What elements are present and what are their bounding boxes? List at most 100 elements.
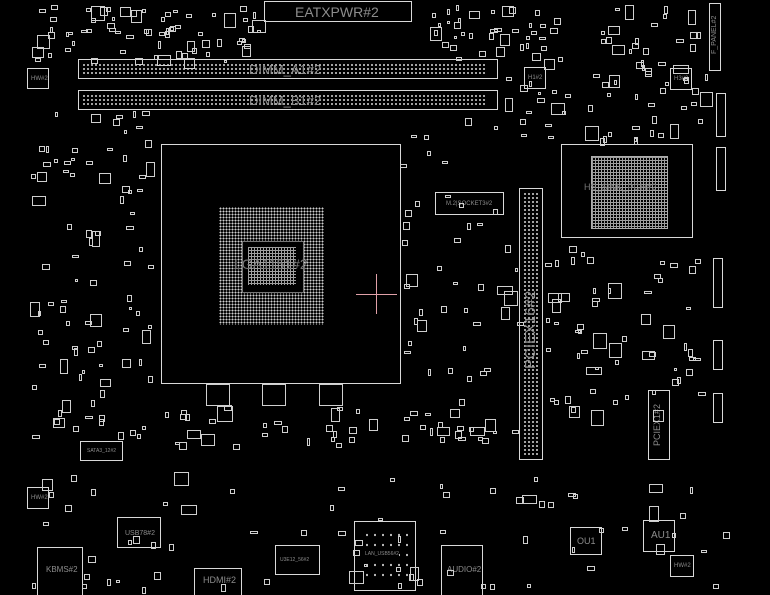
smd-component[interactable]: [551, 298, 562, 314]
smd-component[interactable]: [230, 489, 235, 494]
smd-component[interactable]: [90, 313, 103, 328]
smd-component[interactable]: [607, 93, 611, 97]
smd-component[interactable]: [531, 52, 542, 61]
smd-component[interactable]: [419, 424, 426, 431]
smd-component[interactable]: [580, 252, 585, 258]
smd-component[interactable]: [698, 392, 707, 397]
smd-component[interactable]: [332, 430, 337, 438]
smd-component[interactable]: [670, 262, 679, 269]
header-right-1[interactable]: [716, 93, 726, 137]
smd-component[interactable]: [112, 16, 116, 22]
smd-component[interactable]: [61, 400, 72, 413]
smd-component[interactable]: [598, 527, 604, 534]
smd-component[interactable]: [479, 371, 487, 377]
smd-component[interactable]: [306, 437, 311, 446]
smd-component[interactable]: [447, 368, 453, 375]
smd-component[interactable]: [648, 352, 656, 358]
smd-component[interactable]: [441, 42, 450, 49]
smd-component[interactable]: [472, 321, 481, 326]
smd-component[interactable]: [461, 31, 466, 36]
smd-component[interactable]: [669, 124, 679, 139]
smd-component[interactable]: [368, 418, 378, 431]
header-right-5[interactable]: [713, 393, 723, 423]
smd-component[interactable]: [184, 57, 195, 70]
smd-component[interactable]: [403, 350, 412, 355]
smd-component[interactable]: [135, 58, 143, 65]
smd-component[interactable]: [457, 437, 466, 442]
usb-mid-connector[interactable]: U3E12_56#2: [275, 545, 320, 575]
smd-component[interactable]: [427, 151, 432, 156]
smd-component[interactable]: [568, 405, 580, 419]
smd-component[interactable]: [585, 366, 602, 375]
smd-component[interactable]: [45, 145, 49, 154]
smd-component[interactable]: [122, 186, 130, 194]
smd-component[interactable]: [170, 26, 176, 32]
smd-component[interactable]: [409, 411, 418, 417]
smd-component[interactable]: [138, 175, 146, 180]
eatxpwr-connector[interactable]: EATXPWR#2: [264, 1, 412, 22]
smd-component[interactable]: [123, 154, 127, 162]
smd-component[interactable]: [452, 281, 459, 286]
smd-component[interactable]: [504, 291, 519, 307]
smd-component[interactable]: [191, 48, 197, 54]
smd-component[interactable]: [539, 23, 546, 29]
smd-component[interactable]: [49, 27, 53, 34]
ou1-chip[interactable]: OU1: [570, 527, 602, 555]
smd-component[interactable]: [592, 300, 598, 308]
pciex16-slot[interactable]: PCIEX16#2: [519, 188, 543, 460]
smd-component[interactable]: [61, 299, 68, 304]
smd-component[interactable]: [329, 504, 334, 512]
smd-component[interactable]: [32, 435, 40, 439]
smd-component[interactable]: [686, 368, 694, 377]
smd-component[interactable]: [456, 425, 464, 431]
smd-component[interactable]: [74, 278, 79, 282]
smd-component[interactable]: [163, 502, 168, 506]
smd-component[interactable]: [509, 7, 516, 14]
smd-component[interactable]: [512, 430, 520, 434]
smd-component[interactable]: [676, 377, 682, 384]
smd-component[interactable]: [644, 290, 652, 295]
smd-component[interactable]: [700, 92, 714, 107]
smd-component[interactable]: [60, 305, 66, 313]
au1-chip[interactable]: AU1: [643, 520, 675, 552]
smd-component[interactable]: [250, 531, 259, 535]
smd-component[interactable]: [429, 428, 433, 437]
smd-component[interactable]: [128, 539, 133, 546]
kbms-connector[interactable]: KBMS#2: [37, 547, 83, 595]
smd-component[interactable]: [652, 116, 658, 124]
smd-component[interactable]: [145, 29, 153, 37]
smd-component[interactable]: [469, 10, 480, 20]
usb78-connector[interactable]: USB78#2: [117, 517, 161, 548]
smd-component[interactable]: [502, 5, 515, 18]
smd-component[interactable]: [635, 61, 644, 69]
smd-component[interactable]: [665, 82, 670, 86]
smd-component[interactable]: [137, 433, 141, 440]
smd-component[interactable]: [138, 247, 144, 252]
smd-component[interactable]: [129, 211, 135, 215]
smd-component[interactable]: [689, 487, 694, 494]
smd-component[interactable]: [693, 357, 701, 361]
smd-component[interactable]: [614, 360, 620, 366]
smd-component[interactable]: [443, 492, 451, 498]
smd-component[interactable]: [520, 118, 526, 125]
smd-component[interactable]: [578, 330, 582, 335]
smd-component[interactable]: [672, 379, 680, 387]
smd-component[interactable]: [31, 582, 37, 589]
smd-component[interactable]: [338, 530, 347, 537]
smd-component[interactable]: [301, 529, 308, 537]
smd-component[interactable]: [32, 195, 47, 207]
smd-component[interactable]: [671, 533, 677, 538]
smd-component[interactable]: [58, 409, 63, 418]
smd-component[interactable]: [525, 43, 530, 49]
smd-component[interactable]: [243, 18, 248, 22]
smd-component[interactable]: [658, 278, 663, 283]
smd-component[interactable]: [514, 268, 519, 272]
smd-component[interactable]: [157, 40, 161, 49]
smd-component[interactable]: [98, 415, 106, 422]
smd-component[interactable]: [69, 173, 75, 178]
smd-component[interactable]: [221, 584, 227, 592]
smd-component[interactable]: [86, 7, 91, 13]
smd-component[interactable]: [119, 196, 125, 204]
smd-component[interactable]: [274, 421, 282, 426]
smd-component[interactable]: [441, 160, 448, 164]
